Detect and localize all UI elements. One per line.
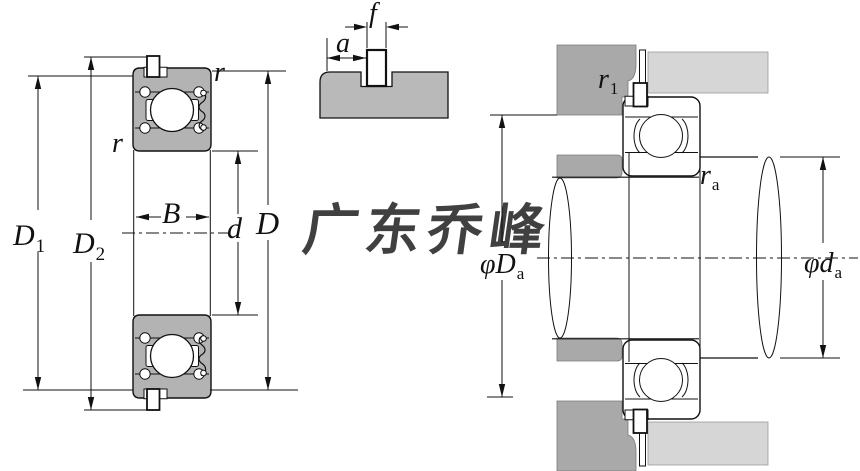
- dimension-D1: [34, 76, 42, 390]
- label-r-side: r: [112, 128, 123, 159]
- snap-ring-top: [632, 49, 648, 108]
- label-phiDa: φDa: [480, 249, 525, 283]
- housing-strip-bottom: [556, 337, 623, 362]
- label-r-top: r: [214, 57, 225, 88]
- label-phida: φda: [804, 248, 843, 282]
- bearing-section-top: [132, 55, 212, 152]
- extension-lines: [23, 56, 298, 411]
- bearing-section-bottom: [132, 314, 212, 411]
- housing-strip-top: [556, 154, 623, 179]
- label-d: d: [227, 212, 243, 245]
- dimension-B: [136, 213, 209, 221]
- dimension-D2: [87, 57, 95, 410]
- watermark: 广东乔峰: [299, 199, 556, 263]
- label-f: f: [369, 0, 380, 29]
- snap-ring-tab: [632, 408, 648, 434]
- snap-ring-detail-view: f a: [319, 0, 449, 119]
- dimension-a: [327, 54, 366, 62]
- dimension-d: [234, 151, 242, 315]
- shaft-shoulder-lines: [700, 156, 758, 359]
- label-ra: ra: [700, 160, 720, 194]
- housing-bore-block-bottom: [647, 421, 769, 466]
- label-a: a: [336, 28, 350, 59]
- label-D2: D2: [72, 227, 105, 265]
- mounting-view: r1 ra φDa φda: [480, 44, 858, 471]
- label-r1: r1: [598, 64, 618, 98]
- label-D: D: [255, 205, 279, 241]
- dimension-D: [264, 71, 272, 390]
- dimension-f: [345, 23, 408, 31]
- snap-ring-strip: [639, 431, 646, 467]
- dimension-phiDa: [487, 114, 557, 398]
- shaft-surface-lines: [552, 176, 699, 340]
- bearing-section-top: [622, 95, 701, 177]
- label-D1: D1: [12, 219, 45, 257]
- shaft: [548, 156, 782, 359]
- snap-ring-strip: [639, 49, 646, 85]
- snap-ring-tab: [632, 82, 648, 108]
- outer-ring-detail-block: [319, 71, 449, 119]
- snap-ring-section: [365, 48, 388, 88]
- label-B: B: [162, 197, 180, 230]
- extension-lines: [326, 22, 387, 71]
- snap-ring-bottom: [632, 408, 648, 467]
- bearing-section-bottom: [622, 339, 701, 421]
- dimension-phida: [780, 156, 840, 359]
- housing-bore-block-top: [647, 51, 769, 94]
- front-view: D1 D2 B d D r r: [12, 55, 298, 411]
